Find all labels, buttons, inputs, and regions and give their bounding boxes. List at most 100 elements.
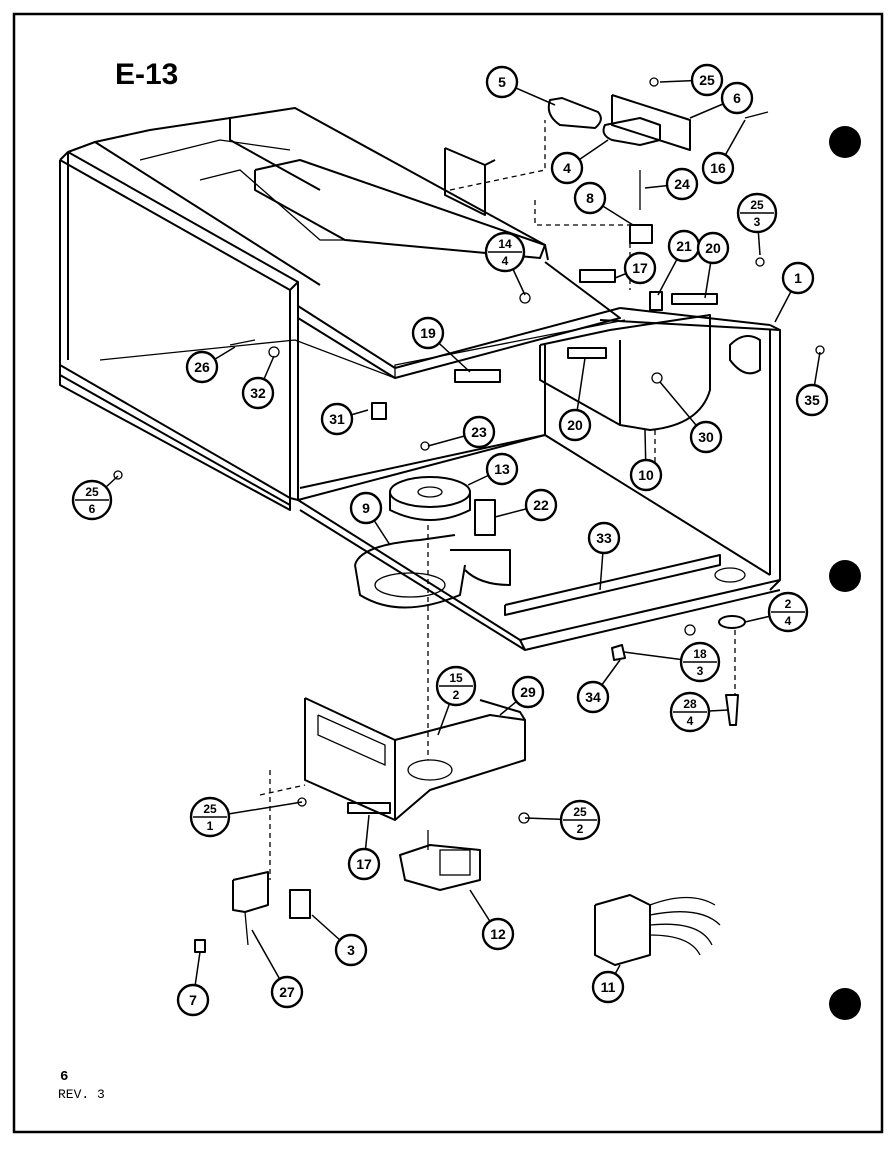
callout-quantity: 4 [785,614,792,628]
callout-part-number: 14 [498,237,512,251]
callout-part-number: 20 [567,417,583,433]
part-callout-28-4: 284 [669,691,711,733]
callout-part-number: 11 [601,979,616,995]
page-number: 6 [60,1069,68,1085]
callout-quantity: 2 [453,688,460,702]
callout-part-number: 25 [203,802,217,816]
part-callout-24: 24 [665,167,699,201]
callout-part-number: 29 [520,684,536,700]
part-callout-1: 1 [781,261,815,295]
callout-quantity: 3 [697,664,704,678]
part-callout-7: 7 [176,983,210,1017]
callout-part-number: 35 [804,392,820,408]
callout-part-number: 3 [347,942,355,958]
callout-circle [795,383,829,417]
callout-circle [524,488,558,522]
callout-circle [511,675,545,709]
callout-part-number: 4 [563,160,571,176]
callout-circle [591,970,625,1004]
callout-quantity: 4 [502,254,509,268]
part-callout-9: 9 [349,491,383,525]
part-callout-22: 22 [524,488,558,522]
callout-part-number: 22 [533,497,549,513]
callout-circle [462,415,496,449]
callout-part-number: 28 [683,697,697,711]
part-callout-23: 23 [462,415,496,449]
callout-circle [558,408,592,442]
callout-circle [349,491,383,525]
callout-quantity: 6 [89,502,96,516]
callout-part-number: 8 [586,190,594,206]
part-callout-6: 6 [720,81,754,115]
part-callout-31: 31 [320,402,354,436]
callout-quantity: 3 [754,215,761,229]
part-callout-15-2: 152 [435,665,477,707]
part-callout-32: 32 [241,376,275,410]
part-callout-33: 33 [587,521,621,555]
part-callout-4: 4 [550,151,584,185]
callout-part-number: 6 [733,90,741,106]
callout-quantity: 2 [577,822,584,836]
motor-assembly [194,430,736,966]
callout-circle [241,376,275,410]
callout-circle [334,933,368,967]
callout-circle [623,251,657,285]
callout-quantity: 4 [687,714,694,728]
callout-circle [696,231,730,265]
binder-hole [829,126,861,158]
part-callout-13: 13 [485,452,519,486]
callout-part-number: 13 [494,461,510,477]
part-callout-25-1: 251 [189,796,231,838]
part-callout-5: 5 [485,65,519,99]
callout-circle [781,261,815,295]
part-callout-34: 34 [576,680,610,714]
callout-part-number: 16 [710,160,726,176]
callout-part-number: 21 [676,238,692,254]
callout-part-number: 18 [693,647,707,661]
callout-part-number: 30 [698,429,714,445]
part-callout-17: 17 [347,847,381,881]
callout-part-number: 2 [785,597,792,611]
callout-part-number: 23 [471,424,487,440]
callout-part-number: 33 [596,530,612,546]
part-callout-19: 19 [411,316,445,350]
callout-circle [485,452,519,486]
callout-part-number: 5 [498,74,506,90]
callout-part-number: 34 [585,689,601,705]
part-callout-2-4: 24 [767,591,809,633]
callout-circle [689,420,723,454]
callout-part-number: 25 [699,72,715,88]
callout-circle [411,316,445,350]
callout-part-number: 24 [674,176,690,192]
part-callout-25-2: 252 [559,799,601,841]
callout-circle [320,402,354,436]
callout-part-number: 19 [420,325,436,341]
callout-circle [720,81,754,115]
callout-circle [690,63,724,97]
part-callout-16: 16 [701,151,735,185]
part-callout-27: 27 [270,975,304,1009]
callout-circle [587,521,621,555]
part-callout-21: 21 [667,229,701,263]
binder-hole [829,988,861,1020]
part-callout-8: 8 [573,181,607,215]
callout-part-number: 32 [250,385,266,401]
callout-part-number: 17 [632,260,648,276]
callout-part-number: 17 [356,856,372,872]
callout-part-number: 25 [85,485,99,499]
callout-circle [485,65,519,99]
page-border [12,12,884,1134]
part-callout-12: 12 [481,917,515,951]
callout-circle [185,350,219,384]
callout-part-number: 10 [638,467,654,483]
part-callout-29: 29 [511,675,545,709]
callout-part-number: 1 [794,270,802,286]
callout-circle [270,975,304,1009]
part-callout-17: 17 [623,251,657,285]
callout-part-number: 7 [189,992,197,1008]
part-callout-11: 11 [591,970,625,1004]
small-hardware [297,77,825,824]
callout-part-number: 20 [705,240,721,256]
